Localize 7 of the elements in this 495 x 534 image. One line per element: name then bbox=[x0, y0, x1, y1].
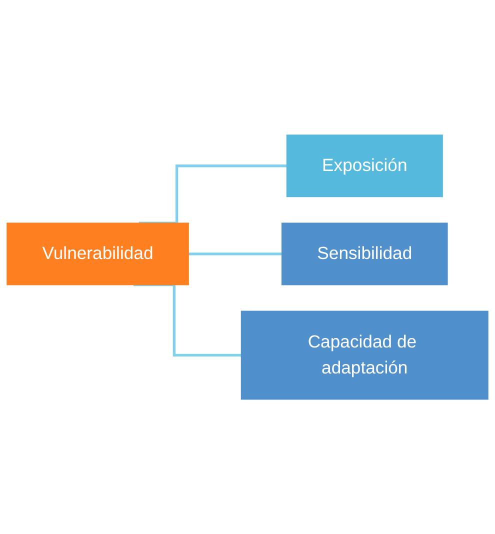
node-box bbox=[6, 222, 189, 286]
node-box bbox=[286, 134, 443, 197]
node-box bbox=[281, 222, 448, 286]
connector bbox=[138, 164, 287, 224]
connector bbox=[188, 252, 282, 256]
connector bbox=[133, 283, 242, 356]
node-box bbox=[240, 310, 488, 400]
